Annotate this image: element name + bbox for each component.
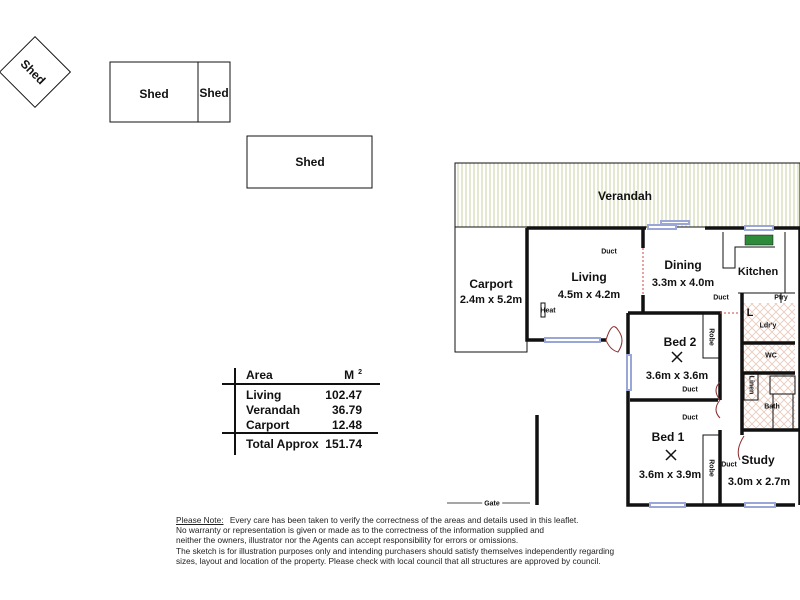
note-line: sizes, layout and location of the proper… — [176, 555, 601, 566]
area-row: Carport 12.48 — [246, 418, 362, 432]
room-living-dims: 4.5m x 4.2m — [557, 289, 621, 301]
shed-lower-outline — [246, 135, 373, 189]
area-total-value: 151.74 — [325, 437, 362, 451]
shed-large-outline — [109, 61, 199, 123]
unit-sup: 2 — [358, 369, 362, 376]
area-row-value: 36.79 — [331, 403, 362, 417]
gate-label: Gate — [482, 500, 502, 508]
duct-label: Duct — [721, 461, 737, 469]
duct-label: Duct — [682, 414, 698, 422]
wet-area-tiles — [743, 303, 795, 428]
shed-label: Shed — [295, 155, 325, 169]
laundry-tub: L — [746, 307, 754, 319]
room-living: Living — [571, 270, 607, 284]
room-bed2: Bed 2 — [663, 335, 697, 349]
area-row-label: Verandah — [246, 403, 301, 417]
bed2-robe: Robe — [707, 328, 715, 346]
area-row-label: Living — [246, 388, 282, 402]
area-total-label: Total Approx — [246, 437, 319, 451]
room-kitchen: Kitchen — [737, 266, 779, 278]
duct-label: Duct — [682, 386, 698, 394]
shed-label: Shed — [139, 87, 169, 101]
room-bed1-dims: 3.6m x 3.9m — [638, 469, 702, 481]
header-label: Area — [246, 368, 273, 382]
room-carport: Carport — [469, 277, 513, 291]
area-row-value: 12.48 — [331, 418, 362, 432]
room-dining: Dining — [664, 258, 702, 272]
note-line: neither the owners, illustrator nor the … — [176, 535, 519, 546]
room-laundry: Ldr'y — [759, 322, 777, 330]
area-row: Living 102.47 — [246, 388, 362, 402]
area-total-row: Total Approx 151.74 — [246, 437, 362, 451]
room-bed2-dims: 3.6m x 3.6m — [645, 370, 709, 382]
note-line: The sketch is for illustration purposes … — [176, 545, 615, 556]
room-carport-dims: 2.4m x 5.2m — [459, 294, 523, 306]
duct-label: Duct — [601, 248, 617, 256]
area-table-lines — [222, 368, 380, 455]
room-bed1: Bed 1 — [651, 430, 685, 444]
room-pantry: Ptry — [774, 294, 788, 302]
note-heading: Please Note: — [176, 515, 224, 525]
shed-label: Shed — [199, 86, 229, 100]
unit: M — [344, 368, 355, 382]
duct-label: Duct — [713, 294, 729, 302]
room-dining-dims: 3.3m x 4.0m — [651, 277, 715, 289]
area-row-value: 102.47 — [325, 388, 362, 402]
verandah-area — [454, 162, 800, 228]
bed1-robe: Robe — [707, 459, 715, 477]
kitchen-sink — [744, 234, 774, 246]
shed-small-outline — [197, 61, 231, 123]
shed-rotated-outline — [0, 35, 72, 109]
room-verandah: Verandah — [597, 189, 653, 203]
heater-label: Heat — [540, 307, 556, 315]
area-row: Verandah 36.79 — [246, 403, 362, 417]
room-study: Study — [741, 453, 775, 467]
note-line: Every care has been taken to verify the … — [229, 515, 579, 525]
room-study-dims: 3.0m x 2.7m — [727, 476, 791, 488]
area-row-label: Carport — [246, 418, 290, 432]
note-line: No warranty or representation is given o… — [176, 525, 545, 536]
room-wc: WC — [765, 352, 777, 360]
disclaimer-note: Please Note: Every care has been taken t… — [176, 515, 614, 566]
room-bath: Bath — [764, 403, 780, 411]
carport-area — [454, 226, 528, 353]
room-linen: Linen — [747, 375, 755, 395]
